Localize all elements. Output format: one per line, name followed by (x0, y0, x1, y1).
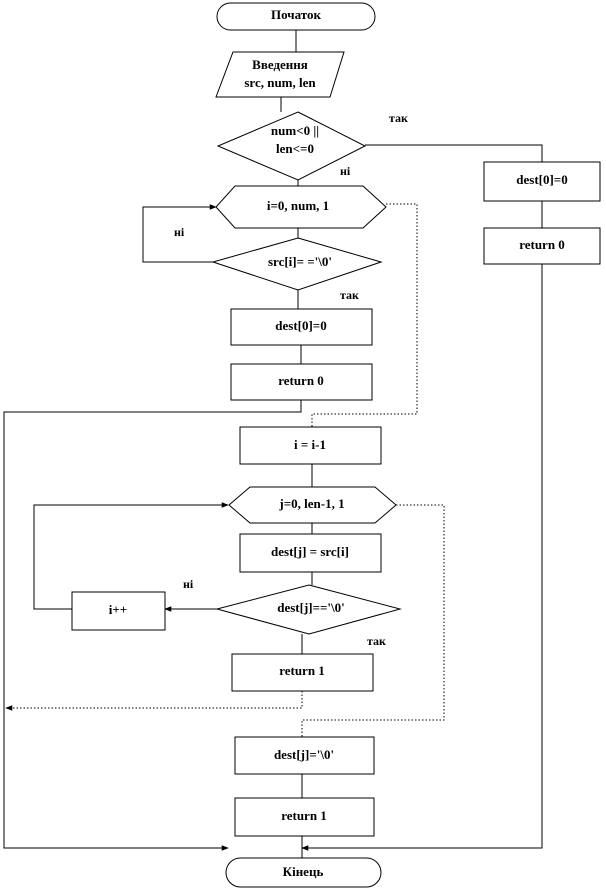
process-i-minus-shape (239, 426, 382, 465)
start-terminal: Початок (216, 2, 376, 31)
start-terminal-label: Початок (271, 7, 321, 22)
process-return0-left: return 0 (230, 363, 373, 401)
process-return1-final: return 1 (234, 797, 375, 837)
loop-j-hexagon-shape (228, 486, 397, 524)
decision-src-zero-shape (211, 237, 383, 291)
process-return1-final-shape (234, 797, 375, 837)
edge-label-no-2: ні (174, 225, 185, 239)
process-return0-left-shape (230, 363, 373, 401)
decision-src-zero-label: src[i]= ='\0' (268, 254, 332, 269)
loop-i-label: i=0, num, 1 (267, 198, 329, 213)
process-dest0-right-shape (483, 161, 601, 202)
process-return1-inner-shape (231, 653, 374, 692)
decision-src-zero: src[i]= ='\0' (211, 237, 383, 291)
end-terminal-label: Кінець (283, 864, 324, 879)
loop-j-hexagon: j=0, len-1, 1 (228, 486, 397, 524)
process-dest-j-assign-label: dest[j] = src[i] (271, 544, 349, 559)
process-dest0-left: dest[0]=0 (230, 308, 373, 346)
decision-num-len-line1: num<0 || (271, 123, 319, 138)
end-terminal: Кінець (225, 857, 382, 888)
process-dest-j-assign-shape (239, 533, 382, 573)
process-i-inc-label: i++ (109, 602, 127, 617)
process-dest-j-null: dest[j]='\0' (234, 736, 375, 775)
loop-i-hexagon: i=0, num, 1 (215, 185, 387, 229)
decision-num-len-shape (216, 111, 367, 181)
loop-i-hexagon-shape (215, 185, 387, 229)
process-dest0-left-label: dest[0]=0 (275, 318, 326, 333)
process-dest-j-assign: dest[j] = src[i] (239, 533, 382, 573)
connector-cond-yes (365, 144, 543, 162)
input-label-line1: Введення (252, 57, 308, 72)
process-i-inc-shape (71, 591, 166, 631)
start-terminal-shape (216, 2, 376, 31)
decision-dest-zero-shape (215, 584, 402, 635)
process-return1-inner-label: return 1 (279, 663, 325, 678)
connectors (3, 30, 543, 858)
edge-label-yes-3: так (367, 634, 386, 648)
end-terminal-shape (225, 857, 382, 888)
decision-num-len-line2: len<=0 (276, 141, 314, 156)
process-dest-j-null-shape (234, 736, 375, 775)
connector-iinc-back-loop-j (33, 502, 229, 610)
connector-return0-right-end (301, 264, 543, 851)
connector-loop-j-exit (301, 504, 445, 737)
process-i-minus: i = i-1 (239, 426, 382, 465)
loop-j-label: j=0, len-1, 1 (278, 496, 344, 511)
process-dest-j-null-label: dest[j]='\0' (274, 747, 334, 762)
decision-dest-zero: dest[j]=='\0' (215, 584, 402, 635)
connector-return0-left-end (3, 400, 302, 851)
process-i-inc: i++ (71, 591, 166, 631)
process-return0-left-label: return 0 (278, 373, 324, 388)
process-dest0-right: dest[0]=0 (483, 161, 601, 202)
process-return1-inner: return 1 (231, 653, 374, 692)
process-return0-right-shape (483, 227, 601, 265)
connector-loop-i-exit (311, 203, 418, 427)
process-return0-right: return 0 (483, 227, 601, 265)
process-return0-right-label: return 0 (519, 237, 565, 252)
process-dest0-left-shape (230, 308, 373, 346)
connector-no-back-loop-i (142, 204, 217, 263)
connector-return1-exit (5, 691, 303, 711)
input-label-line2: src, num, len (244, 75, 316, 90)
input-parallelogram-shape (215, 51, 345, 98)
process-dest0-right-label: dest[0]=0 (516, 172, 567, 187)
process-return1-final-label: return 1 (281, 808, 327, 823)
edge-label-no-3: ні (183, 577, 194, 591)
input-parallelogram: Введення src, num, len (215, 51, 345, 98)
decision-dest-zero-label: dest[j]=='\0' (277, 600, 345, 615)
decision-num-len: num<0 || len<=0 (216, 111, 367, 181)
process-i-minus-label: i = i-1 (294, 437, 326, 452)
edge-labels: так ні ні так ні так (174, 111, 408, 648)
edge-label-yes-1: так (389, 111, 408, 125)
edge-label-yes-2: так (340, 288, 359, 302)
edge-label-no-1: ні (340, 164, 351, 178)
